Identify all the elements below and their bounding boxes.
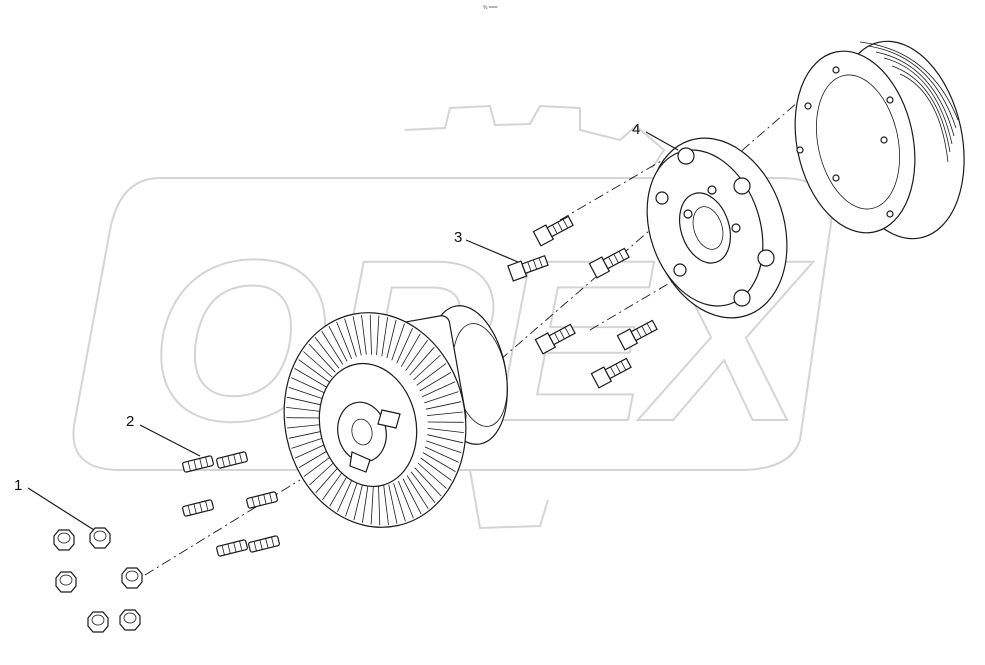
cooling-fin bbox=[419, 372, 452, 392]
cooling-fin bbox=[413, 354, 441, 381]
cooling-fin bbox=[406, 475, 429, 510]
nut bbox=[119, 609, 141, 631]
cooling-fin bbox=[402, 478, 422, 515]
cooling-fin bbox=[370, 484, 374, 525]
nut-group bbox=[53, 527, 143, 633]
cooling-fin bbox=[329, 473, 350, 507]
stud bbox=[216, 539, 248, 557]
cooling-fin bbox=[361, 314, 367, 355]
cooling-fin bbox=[369, 314, 372, 355]
leader-lines bbox=[27, 131, 679, 531]
nut bbox=[89, 527, 111, 549]
cooling-fin bbox=[286, 407, 323, 412]
callouts: 1 2 3 4 bbox=[14, 121, 640, 494]
cooling-fin bbox=[286, 396, 323, 406]
bolt bbox=[616, 319, 658, 351]
cooling-fin bbox=[388, 484, 398, 524]
cooling-fin bbox=[409, 346, 435, 376]
cooling-fin bbox=[386, 319, 397, 359]
nut bbox=[55, 571, 77, 593]
nut bbox=[53, 529, 75, 551]
bolt bbox=[534, 323, 576, 355]
cooling-fin bbox=[414, 467, 442, 497]
cooling-fin bbox=[426, 411, 463, 416]
pulley bbox=[794, 40, 965, 240]
cooling-fin bbox=[298, 359, 330, 383]
stud bbox=[216, 451, 248, 469]
cooling-fin bbox=[425, 401, 462, 410]
cooling-fin bbox=[308, 343, 336, 373]
cooling-fin bbox=[298, 448, 331, 468]
cooling-fin bbox=[426, 440, 462, 454]
cooling-fin bbox=[405, 339, 428, 371]
cooling-fin bbox=[427, 428, 464, 433]
cooling-fin bbox=[344, 318, 357, 357]
cooling-fin bbox=[328, 325, 348, 362]
cooling-fin bbox=[393, 483, 406, 522]
bolt bbox=[507, 254, 549, 282]
cooling-fin bbox=[422, 452, 456, 472]
cooling-fin bbox=[378, 485, 381, 526]
cooling-fin bbox=[353, 481, 364, 521]
hub-flange bbox=[646, 137, 788, 319]
bolt-group bbox=[507, 215, 658, 389]
nut bbox=[121, 567, 143, 589]
stud bbox=[246, 491, 278, 509]
callout-3: 3 bbox=[454, 229, 462, 246]
cooling-fin bbox=[424, 391, 459, 404]
cooling-fin bbox=[416, 363, 447, 386]
cooling-fin bbox=[291, 377, 326, 394]
cooling-fin bbox=[336, 321, 352, 359]
cooling-fin bbox=[424, 446, 459, 463]
cooling-fin bbox=[427, 434, 464, 444]
cooling-fin bbox=[398, 481, 414, 519]
stud bbox=[248, 535, 280, 553]
cooling-fin bbox=[352, 316, 362, 356]
cooling-fin bbox=[383, 485, 389, 526]
cooling-fin bbox=[410, 471, 436, 504]
stud bbox=[182, 455, 214, 473]
cooling-fin bbox=[420, 457, 452, 481]
cooling-fin bbox=[362, 483, 369, 523]
cooling-fin bbox=[294, 442, 328, 459]
callout-2: 2 bbox=[126, 413, 134, 430]
cooling-fin bbox=[287, 424, 324, 429]
bolt bbox=[588, 247, 630, 279]
cooling-fin bbox=[314, 336, 340, 369]
cooling-fin bbox=[303, 454, 334, 477]
cooling-fin bbox=[315, 464, 341, 494]
bolt bbox=[532, 215, 574, 247]
cooling-fin bbox=[381, 317, 388, 357]
cooling-fin bbox=[288, 386, 324, 400]
cooling-fin bbox=[303, 351, 333, 378]
nut bbox=[87, 611, 109, 633]
cooling-fin bbox=[291, 436, 326, 449]
callout-4: 4 bbox=[632, 121, 640, 138]
cooling-fin bbox=[294, 368, 328, 388]
bolt bbox=[590, 357, 632, 389]
cooling-fin bbox=[288, 430, 325, 439]
cooling-fin bbox=[391, 323, 405, 361]
fan-clutch bbox=[283, 305, 508, 528]
callout-1: 1 bbox=[14, 477, 22, 494]
cooling-fin bbox=[417, 462, 447, 489]
cooling-fin bbox=[309, 459, 337, 486]
cooling-fin bbox=[376, 315, 380, 356]
stud bbox=[182, 499, 214, 517]
stud-group bbox=[182, 451, 280, 557]
cooling-fin bbox=[396, 328, 413, 364]
cooling-fin bbox=[400, 333, 421, 367]
cooling-fin bbox=[337, 476, 354, 512]
header-mark: % === bbox=[483, 5, 498, 11]
cooling-fin bbox=[321, 330, 344, 365]
cooling-fin bbox=[345, 479, 359, 517]
cooling-fin bbox=[422, 381, 456, 398]
cooling-fin bbox=[322, 469, 345, 501]
